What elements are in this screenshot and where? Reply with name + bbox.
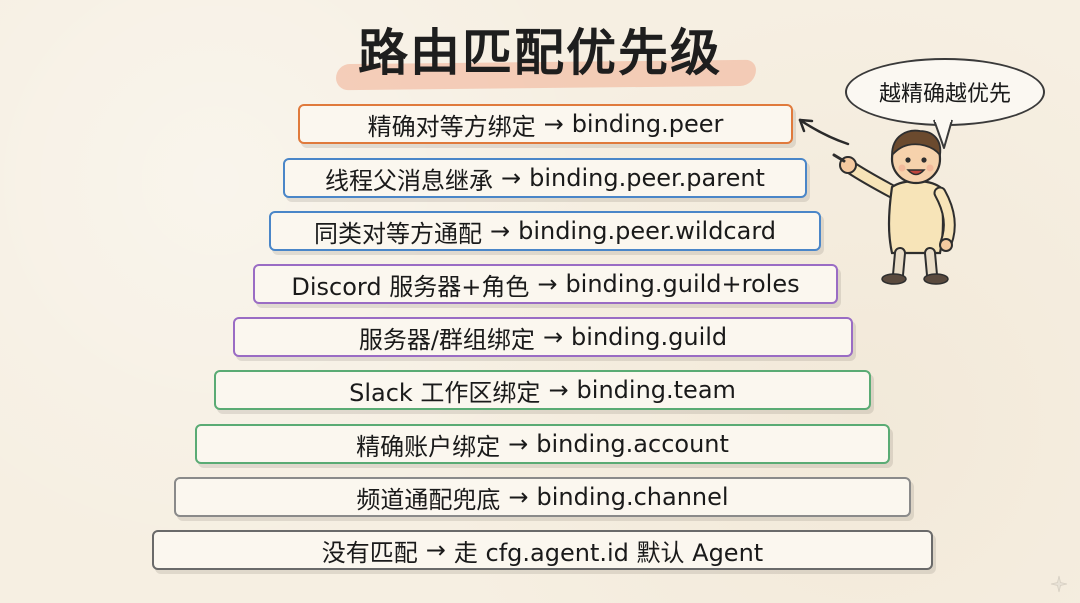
step-3: 同类对等方通配→binding.peer.wildcard (269, 211, 821, 251)
step-5-value: binding.guild (571, 323, 728, 351)
cartoon-person-icon (832, 129, 956, 285)
speech-bubble: 越精确越优先 (845, 58, 1045, 126)
step-6-arrow: → (548, 376, 569, 404)
step-9: 没有匹配→走 cfg.agent.id 默认 Agent (152, 530, 933, 570)
step-7: 精确账户绑定→binding.account (195, 424, 890, 464)
diagram-title: 路由匹配优先级 (358, 24, 722, 82)
step-4: Discord 服务器+角色→binding.guild+roles (253, 264, 838, 304)
step-2-label: 线程父消息继承 (325, 166, 494, 195)
step-8-label: 频道通配兜底 (356, 485, 501, 514)
step-6: Slack 工作区绑定→binding.team (214, 370, 871, 410)
speech-bubble-tail (933, 118, 953, 149)
step-1-label: 精确对等方绑定 (367, 112, 536, 141)
pointer-arrow-icon (798, 118, 850, 146)
step-5: 服务器/群组绑定→binding.guild (233, 317, 853, 357)
step-5-label: 服务器/群组绑定 (358, 325, 535, 354)
sparkle-icon (1050, 575, 1068, 593)
step-1-value: binding.peer (571, 110, 724, 138)
step-4-label: Discord 服务器+角色 (291, 272, 530, 301)
step-3-value: binding.peer.wildcard (518, 217, 777, 245)
step-9-arrow: → (425, 536, 446, 564)
step-4-arrow: → (537, 270, 558, 298)
step-8-value: binding.channel (536, 483, 729, 511)
step-7-arrow: → (508, 430, 529, 458)
step-2-value: binding.peer.parent (529, 164, 765, 192)
step-6-value: binding.team (576, 376, 736, 404)
step-5-arrow: → (542, 323, 564, 351)
step-1-arrow: → (543, 110, 564, 138)
step-9-label: 没有匹配 (321, 538, 418, 567)
step-7-label: 精确账户绑定 (356, 432, 501, 461)
title-block: 路由匹配优先级 (320, 18, 760, 91)
step-9-value: 走 cfg.agent.id 默认 Agent (453, 538, 764, 567)
step-8-arrow: → (508, 483, 529, 511)
step-8: 频道通配兜底→binding.channel (174, 477, 911, 517)
step-3-label: 同类对等方通配 (313, 219, 482, 248)
step-3-arrow: → (489, 217, 511, 245)
step-6-label: Slack 工作区绑定 (349, 378, 541, 407)
step-7-value: binding.account (536, 430, 729, 458)
step-2: 线程父消息继承→binding.peer.parent (283, 158, 807, 198)
step-1: 精确对等方绑定→binding.peer (298, 104, 793, 144)
step-4-value: binding.guild+roles (565, 270, 800, 298)
speech-bubble-text: 越精确越优先 (878, 82, 1011, 107)
step-2-arrow: → (501, 164, 522, 192)
